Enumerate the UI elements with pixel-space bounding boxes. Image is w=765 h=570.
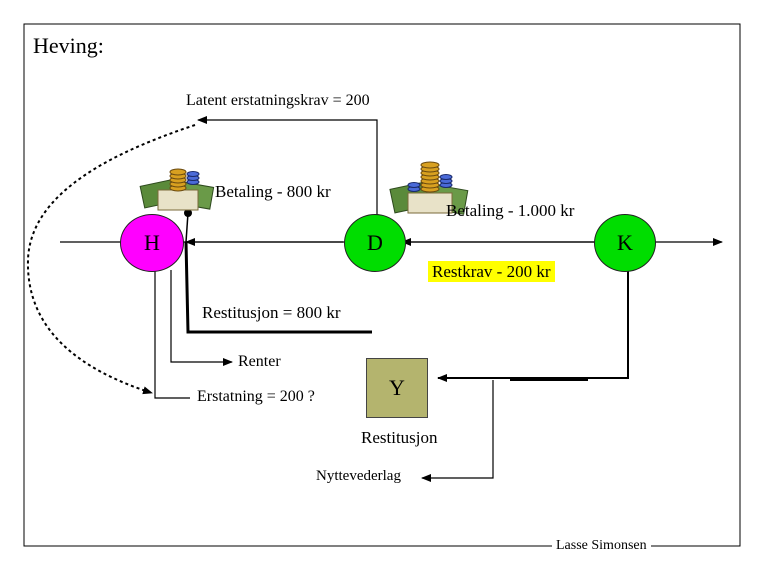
page-title: Heving: xyxy=(33,33,104,58)
label-restitusjon-800: Restitusjon = 800 kr xyxy=(202,303,341,322)
node-k: K xyxy=(594,214,656,272)
label-restitusjon: Restitusjon xyxy=(361,428,438,447)
label-betaling-1000: Betaling - 1.000 kr xyxy=(446,201,575,220)
money-icon-1 xyxy=(139,168,215,211)
label-betaling-800: Betaling - 800 kr xyxy=(215,182,331,201)
label-restkrav: Restkrav - 200 kr xyxy=(428,261,555,282)
label-renter: Renter xyxy=(238,353,281,370)
node-y: Y xyxy=(366,358,428,418)
node-h: H xyxy=(120,214,184,272)
nyttevederlag-line xyxy=(421,380,494,482)
label-erstatning: Erstatning = 200 ? xyxy=(197,388,315,405)
money-icon-2 xyxy=(389,161,469,215)
renter-line xyxy=(170,270,233,366)
dashed-curve xyxy=(26,124,196,395)
k-to-y-line xyxy=(437,270,629,382)
erstatning-line xyxy=(154,270,190,399)
label-nyttevederlag: Nyttevederlag xyxy=(316,468,401,484)
latent-claim-arrow xyxy=(197,116,378,242)
restitusjon-line xyxy=(184,241,372,334)
node-d: D xyxy=(344,214,406,272)
author-credit: Lasse Simonsen xyxy=(552,539,651,553)
label-latent: Latent erstatningskrav = 200 xyxy=(186,92,370,109)
frame xyxy=(23,23,741,547)
